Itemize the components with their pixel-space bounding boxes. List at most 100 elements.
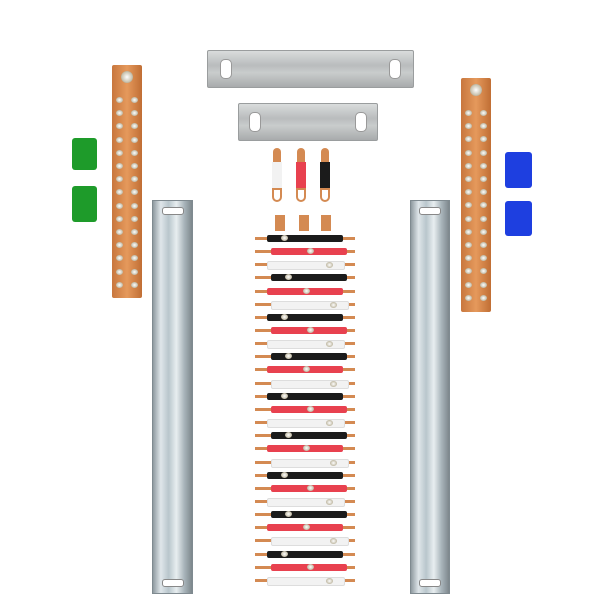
terminal-screw <box>465 149 472 156</box>
terminal-screw <box>465 136 472 143</box>
terminal-screw <box>465 255 472 262</box>
terminal-screw <box>116 110 123 117</box>
terminal-lug <box>320 148 330 204</box>
copper-ground-bar-left <box>112 65 142 298</box>
row-screw <box>303 445 310 452</box>
busbar-row-black <box>271 353 347 361</box>
mounting-rail-short <box>238 103 378 141</box>
busbar-row-black <box>267 313 343 321</box>
row-screw <box>330 380 337 387</box>
busbar-row-white <box>267 261 345 271</box>
row-screw <box>330 538 337 545</box>
terminal-screw <box>131 189 138 196</box>
terminal-lug <box>296 148 306 204</box>
terminal-screw <box>116 215 123 222</box>
terminal-screw <box>131 176 138 183</box>
busbar-row-red <box>271 405 347 413</box>
terminal-screw <box>465 242 472 248</box>
row-screw <box>326 262 333 269</box>
terminal-screw <box>131 123 138 130</box>
row-screw <box>307 248 314 255</box>
terminal-screw <box>465 268 472 275</box>
terminal-screw <box>131 136 138 143</box>
busbar-row-white <box>271 458 349 468</box>
din-rail-left <box>152 200 193 594</box>
busbar-row-red <box>267 366 343 374</box>
terminal-screw <box>465 162 472 169</box>
row-screw <box>285 274 292 281</box>
row-screw <box>303 524 310 531</box>
row-screw <box>281 392 288 399</box>
terminal-screw <box>480 162 487 169</box>
terminal-screw <box>131 215 138 222</box>
terminal-screw <box>480 123 487 130</box>
terminal-screw <box>131 110 138 117</box>
terminal-screw <box>131 281 138 288</box>
terminal-screw <box>116 136 123 143</box>
terminal-screw <box>480 281 487 288</box>
terminal-screw <box>480 202 487 209</box>
terminal-screw <box>465 228 472 235</box>
busbar-row-white <box>267 340 345 350</box>
terminal-screw <box>116 149 123 156</box>
busbar-row-red <box>267 524 343 532</box>
lug-insulation <box>296 162 306 188</box>
row-screw <box>285 353 292 360</box>
busbar-row-white <box>267 497 345 507</box>
blue-insulator-block <box>505 201 532 236</box>
terminal-screw <box>480 242 487 248</box>
terminal-screw <box>116 97 123 103</box>
terminal-lug <box>272 148 282 204</box>
busbar-row-black <box>267 471 343 479</box>
green-insulator-block <box>72 186 97 222</box>
busbar-row-black <box>271 274 347 282</box>
row-screw <box>307 484 314 491</box>
row-screw <box>281 235 288 241</box>
terminal-screw <box>131 242 138 249</box>
main-screw-icon <box>470 84 482 96</box>
row-screw <box>326 420 333 427</box>
lug-tip <box>321 148 329 162</box>
busbar-row-red <box>271 563 347 571</box>
row-screw <box>281 550 288 557</box>
terminal-screw <box>480 255 487 262</box>
terminal-screw <box>131 202 138 209</box>
terminal-screw <box>465 123 472 130</box>
terminal-screw <box>480 110 487 116</box>
busbar-row-black <box>267 392 343 400</box>
row-screw <box>303 287 310 294</box>
terminal-screw <box>131 229 138 235</box>
terminal-screw <box>465 110 472 116</box>
terminal-screw <box>116 176 123 183</box>
busbar-row-red <box>271 327 347 335</box>
busbar-row-white <box>267 576 345 586</box>
busbar-row-red <box>267 445 343 453</box>
busbar-stack <box>255 215 355 593</box>
terminal-screw <box>116 163 123 169</box>
busbar-row-black <box>271 511 347 519</box>
terminal-screw <box>131 163 138 169</box>
terminal-screw <box>480 149 487 156</box>
busbar-row-red <box>267 287 343 295</box>
bus-tab <box>299 215 309 231</box>
row-screw <box>326 341 333 348</box>
terminal-screw <box>116 242 123 249</box>
row-screw <box>330 459 337 466</box>
lug-insulation <box>272 162 282 188</box>
terminal-screw <box>480 136 487 143</box>
terminal-screw <box>480 215 487 222</box>
terminal-screw <box>465 281 472 288</box>
terminal-screw <box>480 268 487 275</box>
busbar-row-white <box>271 537 349 547</box>
terminal-screw <box>465 189 472 196</box>
busbar-row-black <box>267 235 343 242</box>
terminal-screw <box>116 255 123 262</box>
terminal-screw <box>116 229 123 235</box>
busbar-row-black <box>267 550 343 558</box>
row-screw <box>307 563 314 570</box>
busbar-row-red <box>271 248 347 256</box>
din-rail-right <box>410 200 450 594</box>
row-screw <box>307 405 314 412</box>
main-screw-icon <box>121 71 133 83</box>
row-screw <box>307 327 314 334</box>
